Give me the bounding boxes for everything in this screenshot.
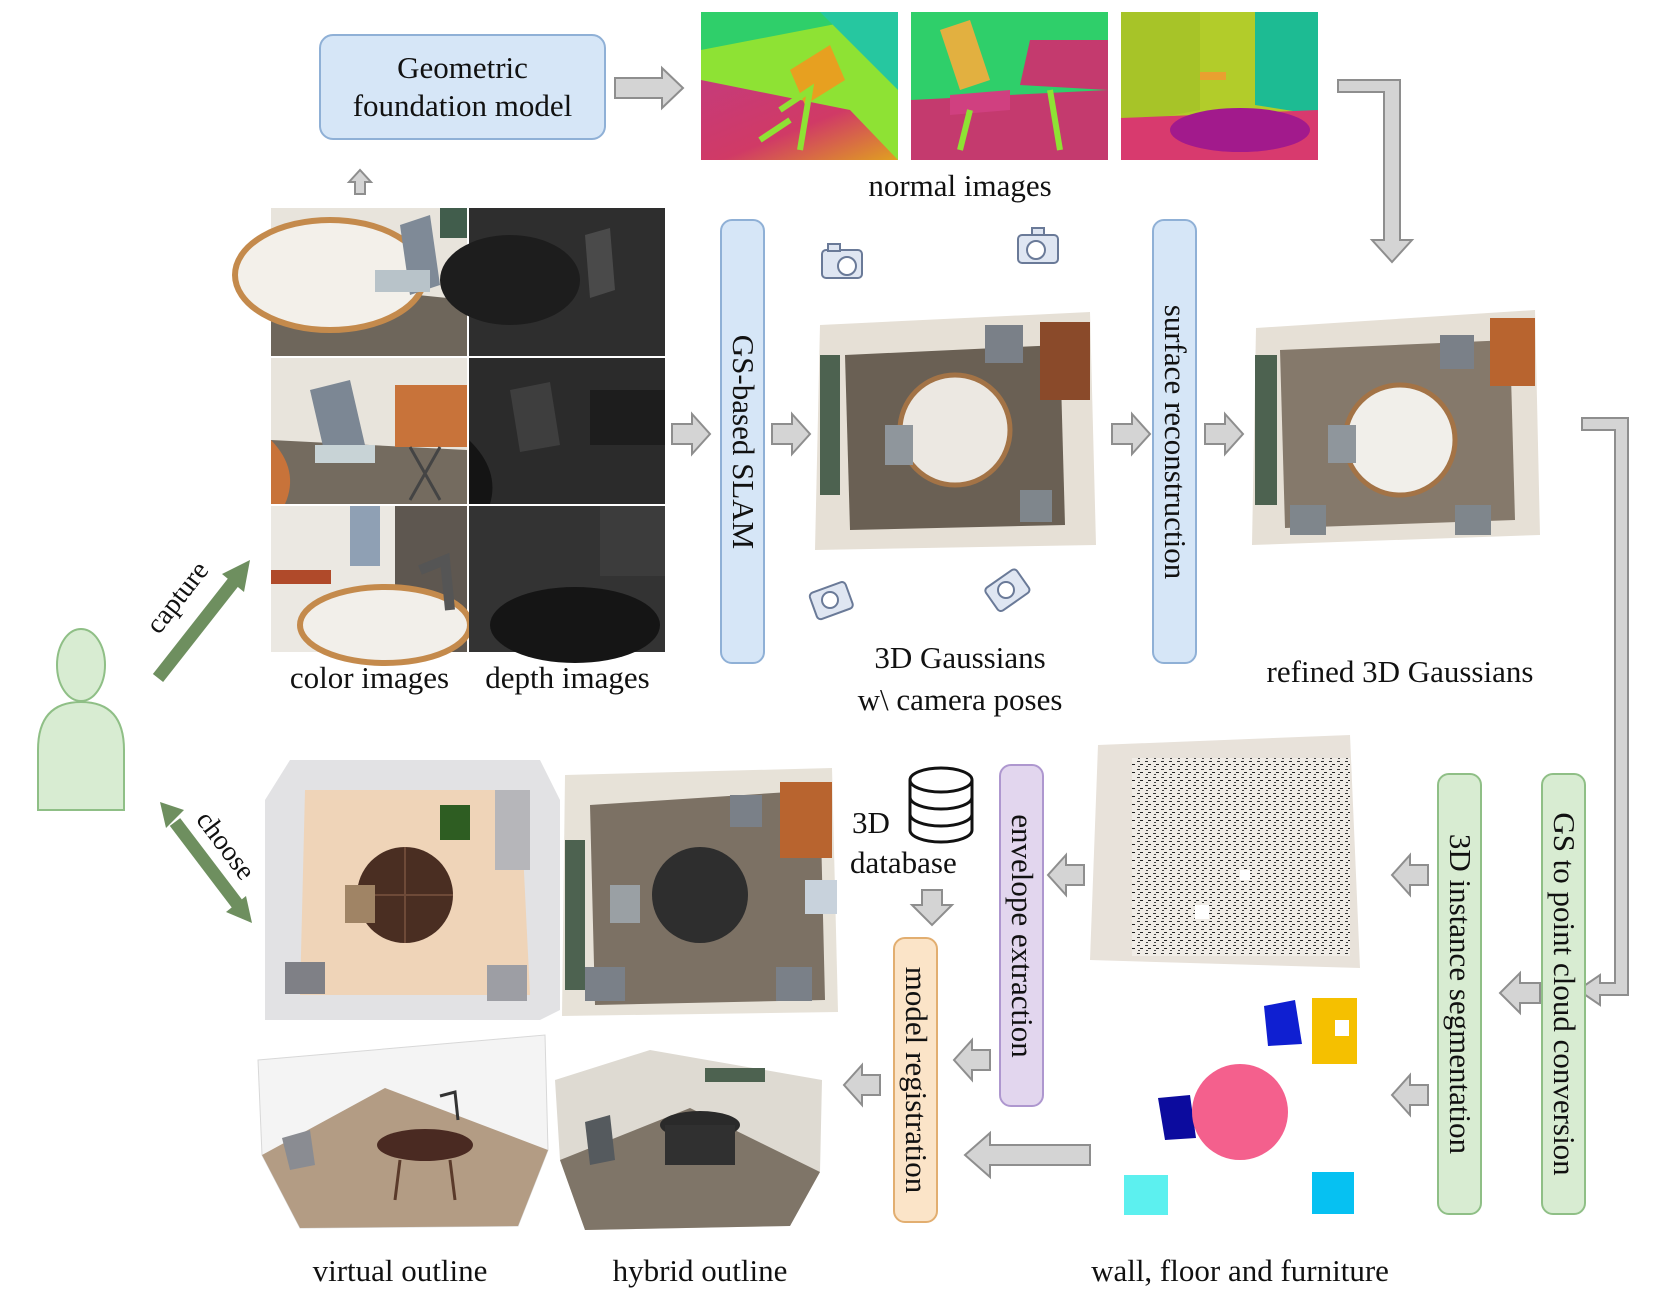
refined-gaussians-label: refined 3D Gaussians (1266, 654, 1534, 689)
color-images-label: color images (289, 660, 450, 695)
surface-reconstruction-box: surface reconstruction (1152, 219, 1197, 664)
normal-image-2 (911, 12, 1108, 160)
color-image-3 (271, 506, 473, 666)
virtual-outline-label: virtual outline (312, 1253, 488, 1288)
instance-segmentation-box: 3D instance segmentation (1437, 773, 1482, 1215)
foundation-model-box: Geometric foundation model (319, 34, 606, 140)
gaussians-panel (815, 312, 1096, 550)
camera-icon-1 (821, 243, 863, 279)
depth-image-3 (469, 506, 665, 663)
camera-icon-3 (808, 581, 854, 621)
database-label-line1: 3D (852, 805, 890, 840)
segmentation-panel (1124, 998, 1357, 1215)
normal-images-label: normal images (868, 168, 1052, 203)
gaussians-label-line1: 3D Gaussians (874, 640, 1046, 675)
normal-image-3 (1121, 12, 1318, 160)
database-label-line2: database (850, 845, 957, 880)
virtual-outline-top-panel (265, 760, 560, 1020)
user-arrows (152, 560, 252, 923)
envelope-extraction-box: envelope extraction (999, 764, 1044, 1107)
up-arrow (346, 168, 374, 195)
hybrid-outline-3d-panel (555, 1050, 822, 1230)
virtual-outline-3d-panel (257, 1034, 549, 1229)
color-image-1 (232, 208, 467, 356)
point-cloud-panel (1090, 735, 1360, 968)
camera-icon-4 (984, 568, 1031, 613)
depth-image-1 (440, 208, 665, 356)
wall-floor-furniture-label: wall, floor and furniture (1091, 1253, 1389, 1288)
color-image-2 (271, 358, 467, 504)
model-registration-box: model registration (893, 937, 938, 1223)
flow-arrows (346, 65, 1629, 1180)
depth-images-label: depth images (485, 660, 650, 695)
gaussians-label-line2: w\ camera poses (857, 682, 1063, 717)
depth-image-2 (469, 358, 665, 504)
normal-image-1 (701, 12, 898, 160)
gs-slam-box: GS-based SLAM (720, 219, 765, 664)
hybrid-outline-top-panel (562, 768, 838, 1016)
hybrid-outline-label: hybrid outline (612, 1253, 788, 1288)
user-silhouette-icon (37, 628, 125, 811)
refined-gaussians-panel (1252, 310, 1540, 545)
camera-icon-2 (1017, 227, 1059, 264)
database-icon (908, 766, 974, 844)
gs-to-point-cloud-box: GS to point cloud conversion (1541, 773, 1586, 1215)
